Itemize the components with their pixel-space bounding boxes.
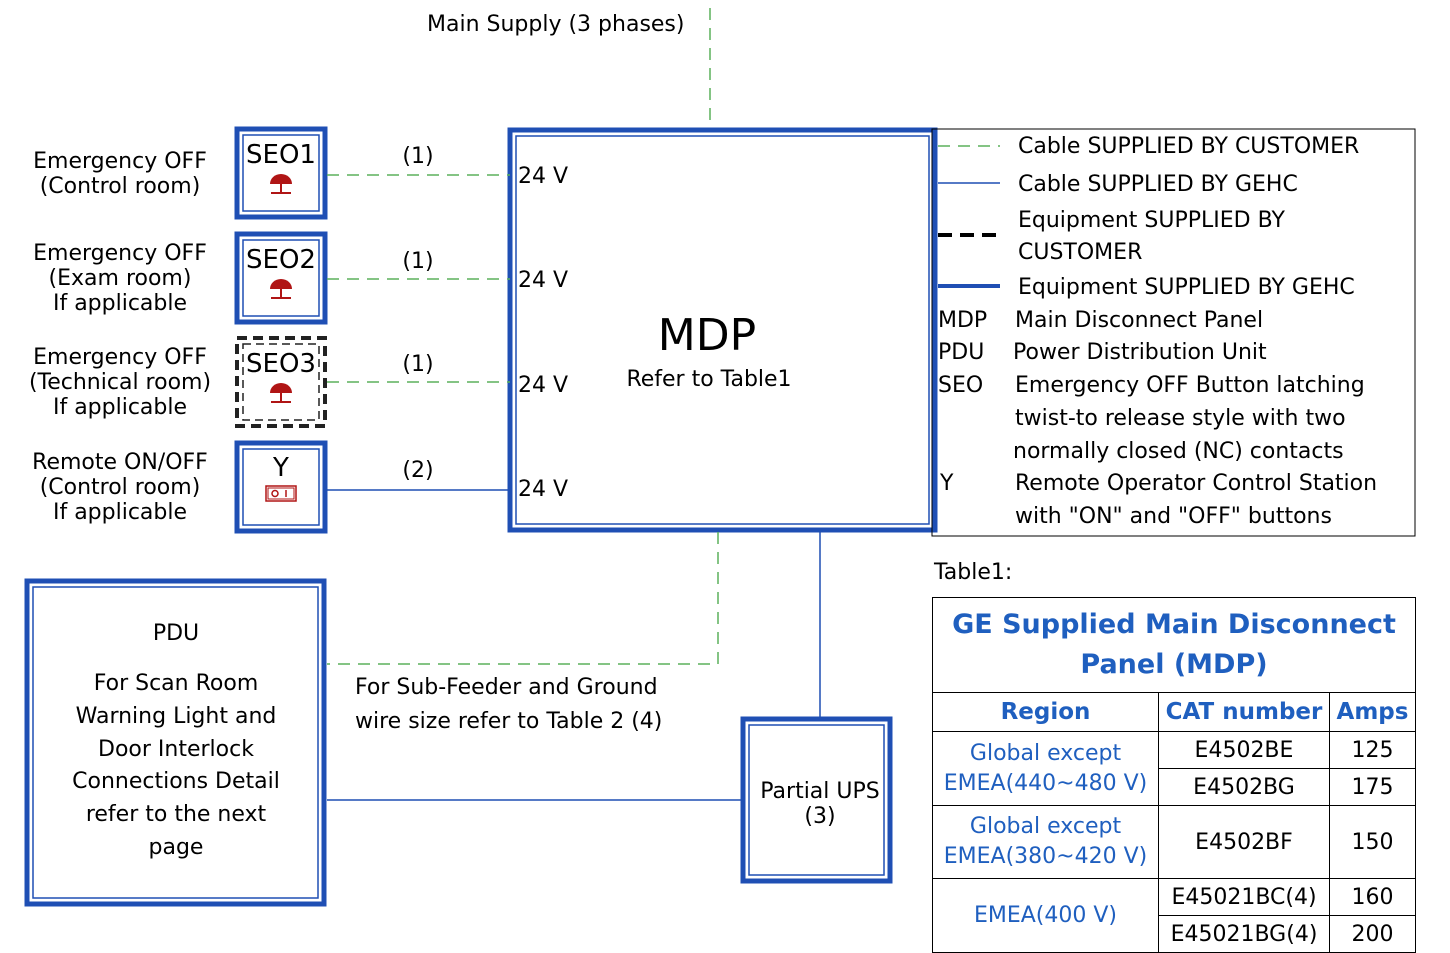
ups-label: Partial UPS [760,779,879,804]
svg-text:(Technical room): (Technical room) [29,370,211,395]
svg-text:(Control room): (Control room) [40,475,201,500]
pdu-box: PDU For Scan Room Warning Light and Door… [24,578,327,907]
mdp-voltage-1: 24 V [518,164,568,189]
svg-text:Power Distribution Unit: Power Distribution Unit [1013,340,1267,365]
svg-text:Emergency OFF: Emergency OFF [33,345,207,370]
svg-text:(Exam room): (Exam room) [49,266,192,291]
svg-text:with "ON" and "OFF" buttons: with "ON" and "OFF" buttons [1015,504,1332,529]
svg-text:Door Interlock: Door Interlock [98,737,254,762]
table-cell-amps: 125 [1329,731,1416,769]
table-cell-amps: 200 [1329,915,1416,953]
svg-text:Y: Y [939,471,954,496]
seo3-cable-ref: (1) [402,352,433,377]
svg-text:Remote Operator Control Statio: Remote Operator Control Station [1015,471,1377,496]
table-cell-cat: E4502BF [1158,805,1330,879]
pdu-title: PDU [153,621,199,646]
table-row: Global except EMEA(380~420 V) E4502BF 15… [932,805,1416,879]
sub-feeder-note-2: wire size refer to Table 2 (4) [355,709,662,734]
table-row: E4502BG 175 [933,768,1416,806]
seo1-label: Emergency OFF (Control room) [33,149,207,199]
table-cell-amps: 175 [1329,768,1416,806]
mdp-panel: MDP Refer to Table1 24 V 24 V 24 V 24 V [507,127,938,533]
table-row: EMEA(400 V) E45021BC(4) 160 [932,878,1416,953]
svg-text:Connections Detail: Connections Detail [72,769,280,794]
sub-feeder-note-1: For Sub-Feeder and Ground [355,675,658,700]
mdp-voltage-3: 24 V [518,373,568,398]
mdp-voltage-2: 24 V [518,268,568,293]
seo1-id: SEO1 [246,140,316,170]
table-cell-region: Global except EMEA(440~480 V) [932,731,1159,806]
table-header-amps: Amps [1329,692,1416,732]
table-cell-cat: E4502BE [1158,731,1330,769]
svg-text:If applicable: If applicable [53,500,187,525]
svg-text:Warning Light and: Warning Light and [76,704,277,729]
svg-text:Remote ON/OFF: Remote ON/OFF [32,450,208,475]
emergency-stop-icon [270,383,292,403]
table-cell-region: EMEA(400 V) [932,878,1159,953]
y-id: Y [272,453,289,483]
svg-text:(Control room): (Control room) [40,174,201,199]
svg-text:If applicable: If applicable [53,291,187,316]
mdp-voltage-4: 24 V [518,477,568,502]
svg-text:Emergency OFF: Emergency OFF [33,149,207,174]
table1-label: Table1: [934,560,1013,585]
ups-box: Partial UPS (3) [740,716,893,884]
svg-text:Main Disconnect Panel: Main Disconnect Panel [1015,308,1263,333]
table-header-region: Region [932,692,1159,732]
seo3-id: SEO3 [246,349,316,379]
svg-text:SEO: SEO [938,373,983,398]
seo2-device: SEO2 [234,231,328,325]
table1-title: GE Supplied Main Disconnect Panel (MDP) [932,597,1416,693]
svg-text:Emergency OFF: Emergency OFF [33,241,207,266]
svg-text:normally closed (NC) contacts: normally closed (NC) contacts [1013,439,1344,464]
ups-ref: (3) [804,804,835,829]
svg-text:PDU: PDU [938,340,984,365]
seo3-device: SEO3 [235,336,327,428]
mdp-table: GE Supplied Main Disconnect Panel (MDP) … [932,597,1416,953]
main-supply-label: Main Supply (3 phases) [427,12,684,37]
seo1-device: SEO1 [234,126,328,220]
svg-text:CUSTOMER: CUSTOMER [1018,240,1142,265]
mdp-title: MDP [658,310,756,361]
on-off-switch-icon [265,485,297,502]
svg-text:For Scan Room: For Scan Room [94,671,259,696]
y-label: Remote ON/OFF (Control room) If applicab… [32,450,208,525]
table-cell-cat: E45021BG(4) [1158,915,1330,953]
seo1-cable-ref: (1) [402,144,433,169]
svg-text:Equipment SUPPLIED BY: Equipment SUPPLIED BY [1018,208,1285,233]
svg-text:twist-to release style with tw: twist-to release style with two [1015,406,1346,431]
svg-text:Emergency OFF Button latching: Emergency OFF Button latching [1015,373,1365,398]
table-cell-amps: 150 [1329,805,1416,879]
seo2-id: SEO2 [246,245,316,275]
table-row: E45021BG(4) 200 [933,915,1416,953]
svg-text:If applicable: If applicable [53,395,187,420]
svg-text:page: page [149,835,204,860]
table-cell-cat: E45021BC(4) [1158,878,1330,916]
svg-text:MDP: MDP [938,308,987,333]
emergency-stop-icon [270,174,292,194]
emergency-stop-icon [270,279,292,299]
legend: Cable SUPPLIED BY CUSTOMER Cable SUPPLIE… [931,128,1416,537]
sub-feeder-cable [327,532,719,665]
mdp-subtitle: Refer to Table1 [626,367,791,392]
table-cell-region: Global except EMEA(380~420 V) [932,805,1159,879]
y-cable-ref: (2) [402,458,433,483]
table-cell-amps: 160 [1329,878,1416,916]
svg-text:refer to the next: refer to the next [86,802,267,827]
seo2-label: Emergency OFF (Exam room) If applicable [33,241,207,316]
svg-text:Cable SUPPLIED BY GEHC: Cable SUPPLIED BY GEHC [1018,172,1298,197]
seo3-label: Emergency OFF (Technical room) If applic… [29,345,211,420]
svg-text:Cable SUPPLIED BY CUSTOMER: Cable SUPPLIED BY CUSTOMER [1018,134,1359,159]
table-cell-cat: E4502BG [1158,768,1330,806]
svg-text:Equipment SUPPLIED BY GEHC: Equipment SUPPLIED BY GEHC [1018,275,1355,300]
y-device: Y [234,440,328,534]
table-row: Global except EMEA(440~480 V) E4502BE 12… [932,731,1416,806]
seo2-cable-ref: (1) [402,249,433,274]
table-header-cat: CAT number [1158,692,1330,732]
